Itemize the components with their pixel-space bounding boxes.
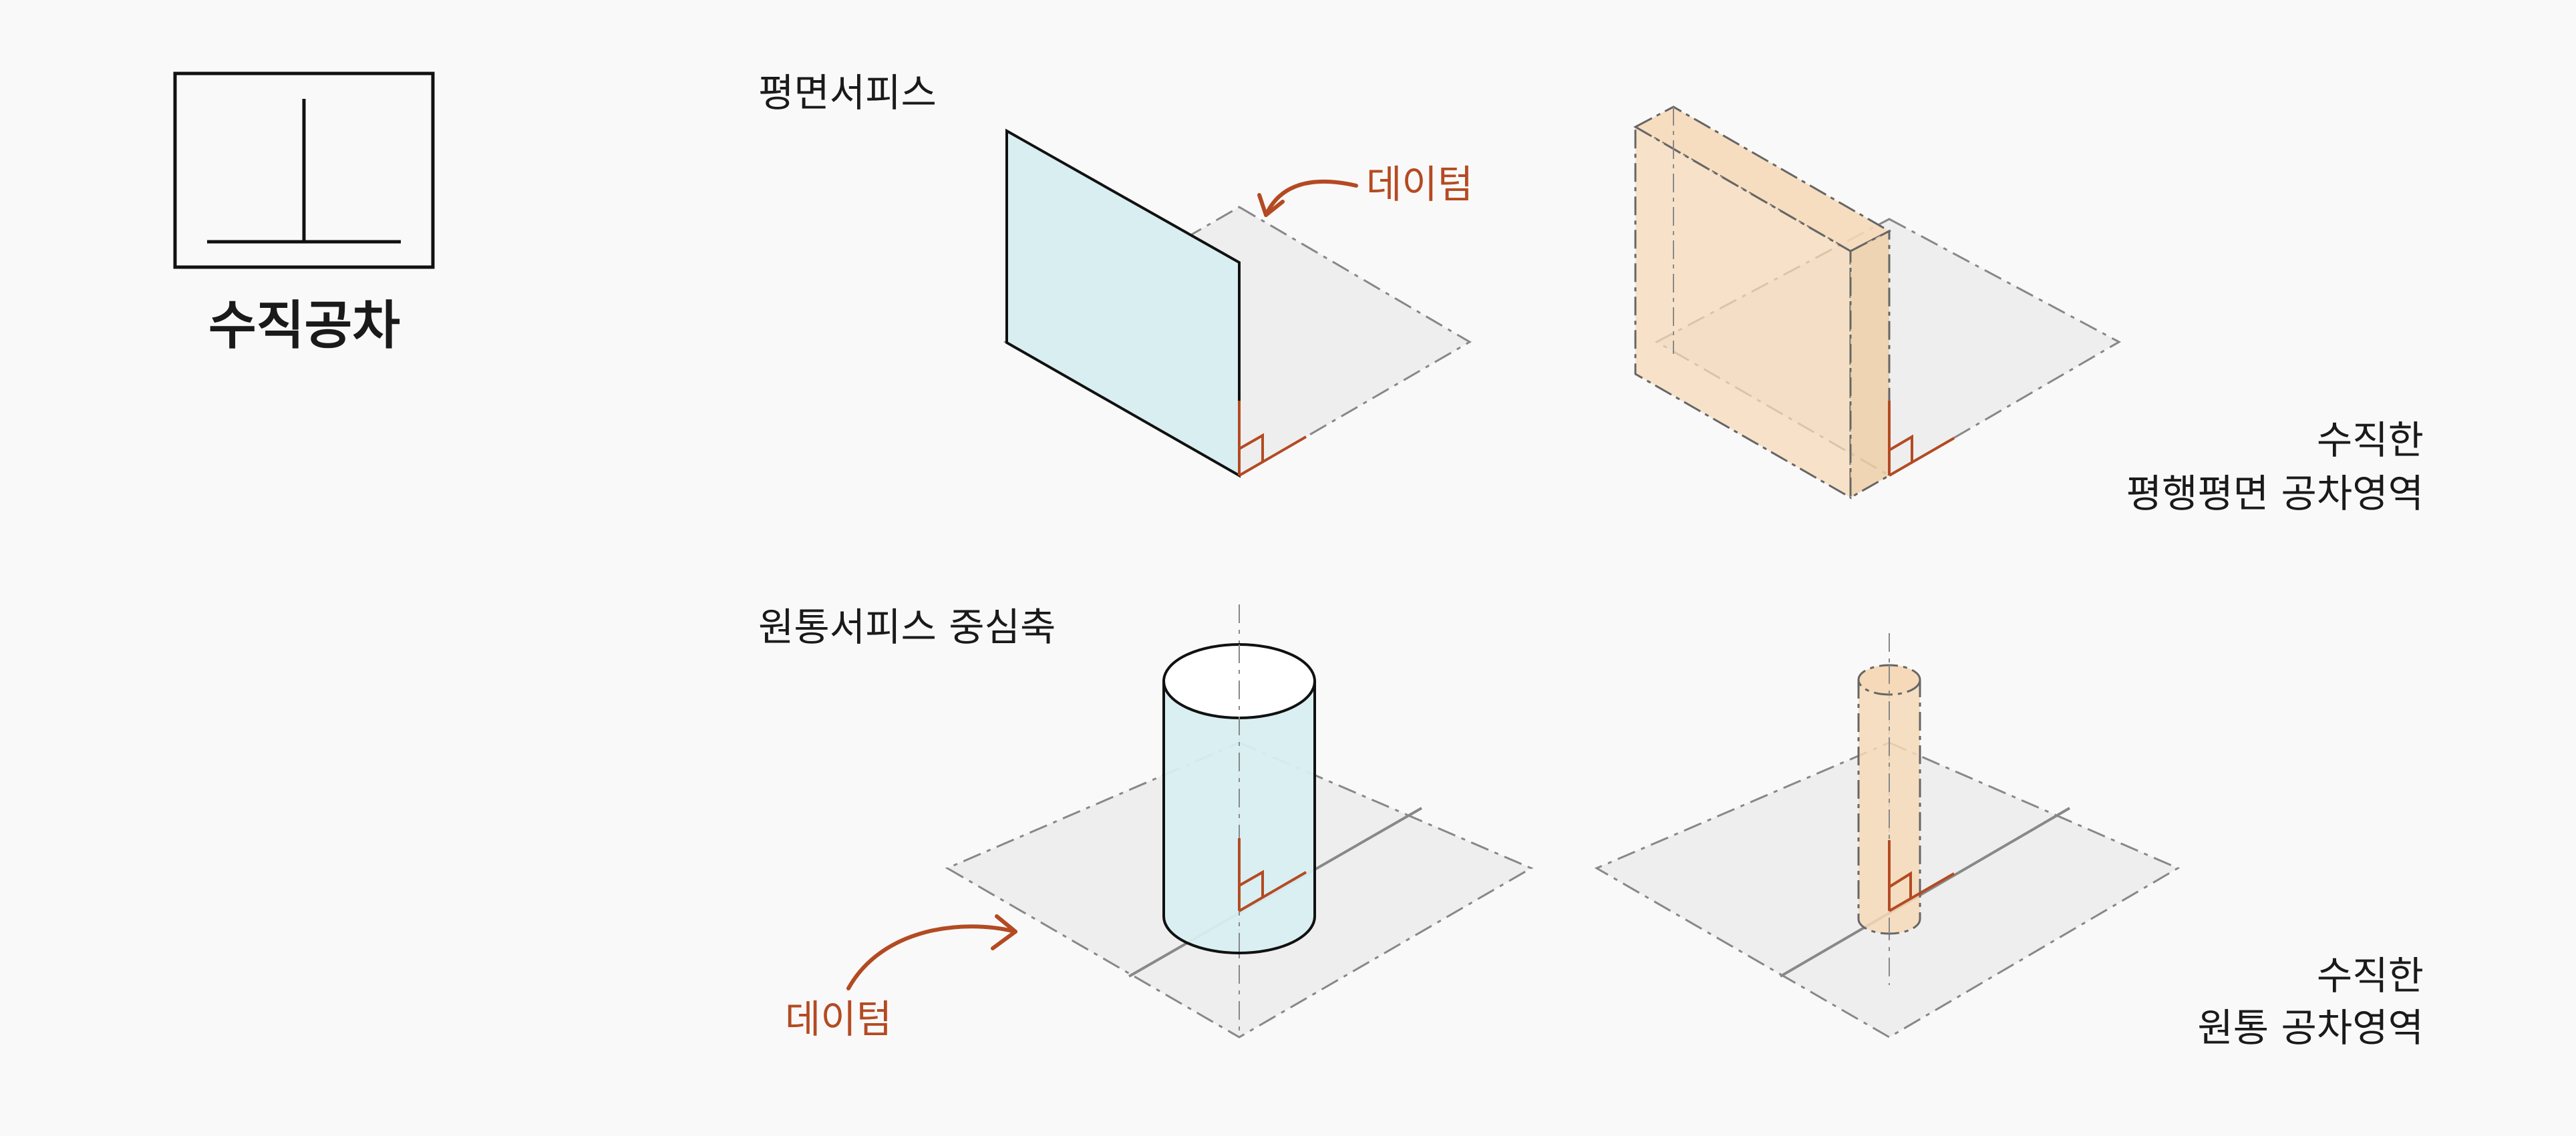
planar-surface [1005,128,1241,478]
cylindrical-surface [1162,643,1316,954]
bottom-zone-caption-line1: 수직한 [2316,953,2424,998]
top-datum-label: 데이텀 [1366,162,1474,207]
right-angle-mark-bottom-left [1238,838,1307,912]
datum-arrow-top-icon [1257,179,1358,217]
parallel-planes-tolerance-zone [1633,106,1892,500]
bottom-datum-label: 데이텀 [785,996,893,1042]
top-heading: 평면서피스 [758,70,937,116]
right-angle-mark-bottom-right [1888,840,1955,912]
symbol-name: 수직공차 [208,296,401,356]
top-zone-caption-line1: 수직한 [2316,417,2424,463]
perpendicularity-symbol-icon [173,71,435,269]
right-angle-mark-top-right [1888,401,1955,477]
right-angle-mark-top-left [1238,401,1307,477]
bottom-zone-caption-line2: 원통 공차영역 [2197,1005,2424,1051]
top-zone-caption-line2: 평행평면 공차영역 [2126,471,2424,516]
bottom-heading: 원통서피스 중심축 [758,604,1056,650]
datum-arrow-bottom-icon [846,914,1017,990]
cylindrical-tolerance-zone [1857,664,1921,935]
